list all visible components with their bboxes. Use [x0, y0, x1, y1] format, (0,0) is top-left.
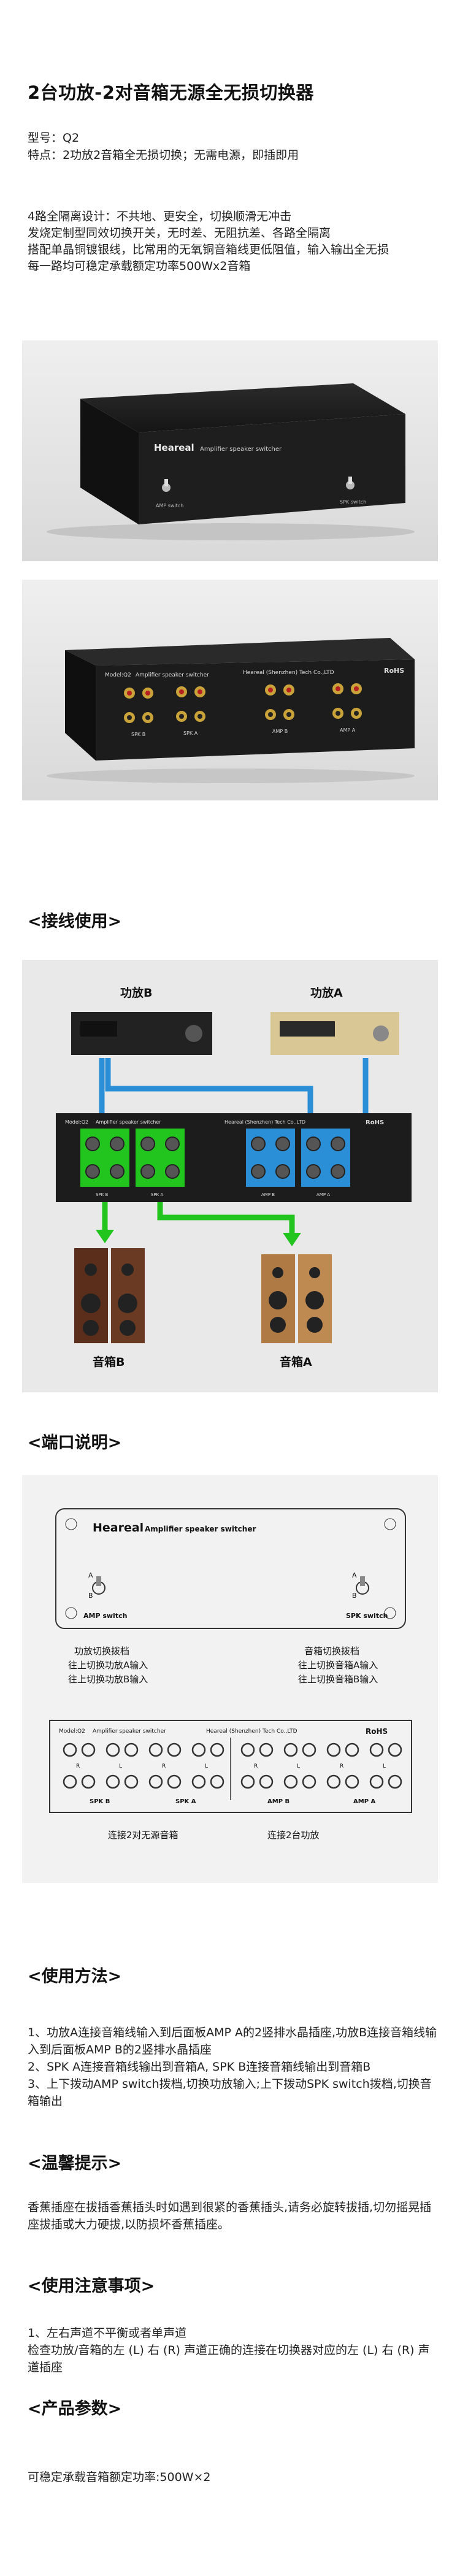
rear-panel-outline [49, 1720, 412, 1813]
usage-item: 3、上下拨动AMP switch拨档,切换功放输入;上下拨动SPK switch… [28, 2077, 432, 2108]
section-title-params: <产品参数> [28, 2399, 122, 2418]
speaker-b-label: 音箱B [93, 1355, 125, 1369]
rohs-text: RoHS [366, 1119, 384, 1126]
rohs-text: RoHS [366, 1727, 388, 1736]
section-title-wiring: <接线使用> [28, 912, 122, 931]
amp-switch-label: AMP switch [83, 1612, 127, 1620]
usage-item: 2、SPK A连接音箱线输出到音箱A, SPK B连接音箱线输出到音箱B [28, 2060, 371, 2074]
amp-b-label: 功放B [120, 986, 152, 1000]
l-label: L [205, 1763, 208, 1769]
spk-switch-label: SPK switch [340, 499, 366, 505]
notes-item: 1、左右声道不平衡或者单声道 [28, 2326, 187, 2340]
speaker-a-label: 音箱A [280, 1355, 312, 1369]
usage-item: 1、功放A连接音箱线输入到后面板AMP A的2竖排水晶插座,功放B连接音箱线输入… [28, 2026, 437, 2057]
amp-b-text: AMP B [261, 1192, 275, 1197]
feature-list: 4路全隔离设计：不共地、更安全，切换顺滑无冲击 发烧定制型同效切换开关，无时差、… [28, 209, 432, 275]
spk-b-text: SPK B [90, 1798, 110, 1805]
feature-item: 每一路均可稳定承载额定功率500Wx2音箱 [28, 259, 251, 273]
rear-jack-array [124, 683, 362, 723]
amp-b-text: AMP B [272, 729, 288, 734]
l-label: L [297, 1763, 300, 1769]
l-label: L [383, 1763, 386, 1769]
wiring-diagram: 功放B 功放A Model:Q2 Amplifier speaker switc… [22, 960, 438, 1392]
model-text: Model:Q2 [59, 1728, 85, 1735]
product-name-text: Amplifier speaker switcher [200, 446, 282, 453]
company-text: Heareal (Shenzhen) Tech Co.,LTD [224, 1119, 305, 1125]
amp-a-text: AMP A [353, 1798, 376, 1805]
amp-desc-line: 往上切换功放A输入 [68, 1660, 148, 1671]
amp-b-group [246, 1129, 295, 1187]
notes-item: 检查功放/音箱的左 (L) 右 (R) 声道正确的连接在切换器对应的左 (L) … [28, 2344, 430, 2374]
name-text: Amplifier speaker switcher [145, 1525, 256, 1533]
brand-text: Heareal [154, 442, 194, 453]
feature-item: 4路全隔离设计：不共地、更安全，切换顺滑无冲击 [28, 210, 292, 223]
spk-switch-label: SPK switch [346, 1612, 388, 1620]
r-label: R [340, 1763, 343, 1769]
product-front-photo: Heareal Amplifier speaker switcher AMP s… [22, 340, 438, 561]
arrow-down-icon [283, 1233, 301, 1246]
notes-list: 1、左右声道不平衡或者单声道 检查功放/音箱的左 (L) 右 (R) 声道正确的… [28, 2325, 439, 2376]
usage-list: 1、功放A连接音箱线输入到后面板AMP A的2竖排水晶插座,功放B连接音箱线输入… [28, 2024, 439, 2110]
section-title-tips: <温馨提示> [28, 2154, 122, 2173]
section-title-notes: <使用注意事项> [28, 2277, 155, 2296]
spk-a-text: SPK A [183, 730, 198, 736]
name-text: Amplifier speaker switcher [93, 1728, 166, 1735]
params-text: 可稳定承载音箱额定功率:500W×2 [28, 2471, 211, 2484]
section-title-usage: <使用方法> [28, 1967, 122, 1986]
amp-desc-line: 往上切换功放B输入 [68, 1674, 148, 1685]
rohs-text: RoHS [384, 667, 404, 675]
spk-desc-line: 往上切换音箱A输入 [298, 1660, 378, 1671]
ports-diagram: Heareal Amplifier speaker switcher A B A… [22, 1475, 438, 1883]
r-label: R [254, 1763, 258, 1769]
r-label: R [162, 1763, 166, 1769]
front-panel-outline [55, 1508, 406, 1629]
tips-text: 香蕉插座在拔插香蕉插头时如遇到很紧的香蕉插头,请务必旋转拔插,切勿摇晃插座拔插或… [28, 2201, 432, 2231]
r-label: R [76, 1763, 80, 1769]
switch-a-label: A [88, 1571, 93, 1579]
connect-speakers-label: 连接2对无源音箱 [108, 1830, 178, 1841]
feature-line: 特点：2功放2音箱全无损切换；无需电源，即插即用 [28, 148, 299, 162]
page-title: 2台功放-2对音箱无源全无损切换器 [28, 82, 314, 103]
switch-a-label: A [352, 1571, 357, 1579]
amp-switch-label: AMP switch [156, 503, 183, 508]
amp-desc-line: 功放切换拨档 [74, 1646, 129, 1657]
spk-a-text: SPK A [151, 1192, 163, 1197]
name-text: Amplifier speaker switcher [136, 672, 209, 678]
amp-a-group [301, 1129, 350, 1187]
amp-b-text: AMP B [267, 1798, 289, 1805]
speaker-a-icon [261, 1254, 332, 1343]
feature-item: 搭配单晶铜镀银线，比常用的无氧铜音箱线更低阻值，输入输出全无损 [28, 243, 389, 256]
model-text: Model:Q2 [65, 1119, 88, 1125]
amp-a-text: AMP A [316, 1192, 330, 1197]
connect-amps-label: 连接2台功放 [267, 1830, 320, 1841]
company-text: Heareal (Shenzhen) Tech Co.,LTD [243, 670, 334, 676]
model-text: Model:Q2 [105, 672, 131, 678]
name-text: Amplifier speaker switcher [96, 1119, 161, 1125]
speaker-b-icon [74, 1248, 145, 1343]
spk-desc-line: 往上切换音箱B输入 [298, 1674, 378, 1685]
spk-b-group [80, 1129, 129, 1187]
model-label: 型号：Q2 [28, 131, 80, 145]
jack-outlines [63, 1742, 402, 1789]
amp-toggle-icon [162, 483, 171, 492]
arrow-down-icon [96, 1230, 114, 1243]
spk-a-group [136, 1129, 185, 1187]
product-rear-photo: Model:Q2 Amplifier speaker switcher Hear… [22, 580, 438, 800]
spk-b-text: SPK B [96, 1192, 108, 1197]
brand-text: Heareal [93, 1521, 144, 1535]
spk-toggle-icon [346, 481, 355, 489]
spk-a-text: SPK A [175, 1798, 196, 1805]
company-text: Heareal (Shenzhen) Tech Co.,LTD [206, 1728, 297, 1735]
switch-b-label: B [88, 1592, 93, 1600]
section-title-ports: <端口说明> [28, 1433, 122, 1452]
amp-a-text: AMP A [340, 727, 356, 733]
amp-a-label: 功放A [310, 986, 343, 1000]
feature-item: 发烧定制型同效切换开关，无时差、无阻抗差、各路全隔离 [28, 226, 331, 240]
spk-b-text: SPK B [131, 732, 145, 737]
switch-b-label: B [352, 1592, 357, 1600]
spk-desc-line: 音箱切换拨档 [304, 1646, 359, 1657]
l-label: L [119, 1763, 122, 1769]
